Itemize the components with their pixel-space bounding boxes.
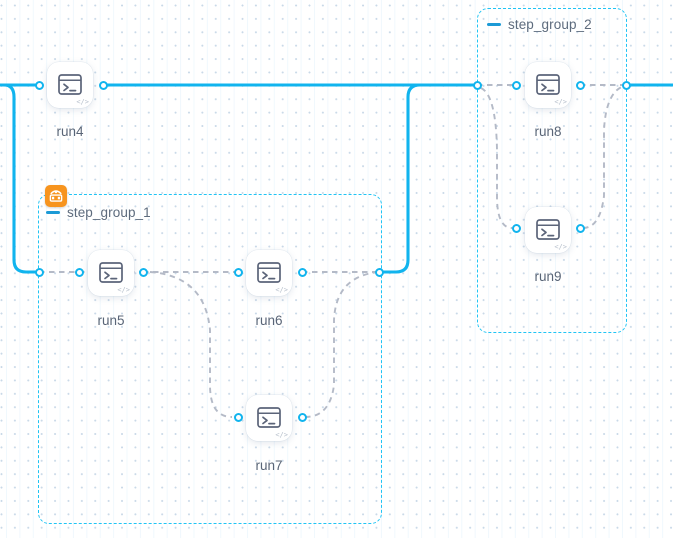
node-label: run7 <box>255 458 283 473</box>
node-label: run9 <box>534 269 562 284</box>
port-run7-out[interactable] <box>297 412 307 422</box>
port-run6-out[interactable] <box>297 267 307 277</box>
group-label: step_group_1 <box>67 205 151 220</box>
port-run9-out[interactable] <box>575 223 585 233</box>
edge-group1-to-main <box>377 83 479 274</box>
port-run4-in[interactable] <box>34 80 44 90</box>
node-card[interactable]: </> <box>525 62 571 108</box>
port-run7-in[interactable] <box>233 412 243 422</box>
port-run4-out[interactable] <box>98 80 108 90</box>
port-run8-out[interactable] <box>575 80 585 90</box>
node-label: run4 <box>56 124 84 139</box>
group-label: step_group_2 <box>508 17 592 32</box>
node-label: run6 <box>255 313 283 328</box>
port-group1-out[interactable] <box>374 267 384 277</box>
port-run8-in[interactable] <box>511 80 521 90</box>
port-group2-in[interactable] <box>472 80 482 90</box>
node-card[interactable]: </> <box>88 250 134 296</box>
terminal-icon <box>58 74 82 95</box>
edge-canvas-to-group1 <box>0 83 41 274</box>
node-card[interactable]: </> <box>525 207 571 253</box>
code-badge-icon: </> <box>275 431 288 439</box>
minus-icon[interactable] <box>46 211 60 214</box>
port-run5-in[interactable] <box>74 267 84 277</box>
terminal-icon <box>536 219 560 240</box>
port-group2-out[interactable] <box>621 80 631 90</box>
terminal-icon <box>99 262 123 283</box>
code-badge-icon: </> <box>275 286 288 294</box>
terminal-icon <box>536 74 560 95</box>
port-group1-in[interactable] <box>34 267 44 277</box>
node-card[interactable]: </> <box>246 395 292 441</box>
group-step_group_2[interactable] <box>477 8 627 333</box>
minus-icon[interactable] <box>487 23 501 26</box>
node-label: run8 <box>534 124 562 139</box>
node-card[interactable]: </> <box>246 250 292 296</box>
group-header-step_group_1[interactable]: step_group_1 <box>46 205 151 220</box>
port-run9-in[interactable] <box>511 223 521 233</box>
group-header-step_group_2[interactable]: step_group_2 <box>487 17 592 32</box>
node-card[interactable]: </> <box>47 62 93 108</box>
robot-icon <box>45 185 67 207</box>
port-run5-out[interactable] <box>138 267 148 277</box>
code-badge-icon: </> <box>117 286 130 294</box>
code-badge-icon: </> <box>554 243 567 251</box>
port-run6-in[interactable] <box>233 267 243 277</box>
terminal-icon <box>257 262 281 283</box>
code-badge-icon: </> <box>76 98 89 106</box>
group-step_group_1[interactable] <box>38 194 382 524</box>
code-badge-icon: </> <box>554 98 567 106</box>
terminal-icon <box>257 407 281 428</box>
node-label: run5 <box>97 313 125 328</box>
